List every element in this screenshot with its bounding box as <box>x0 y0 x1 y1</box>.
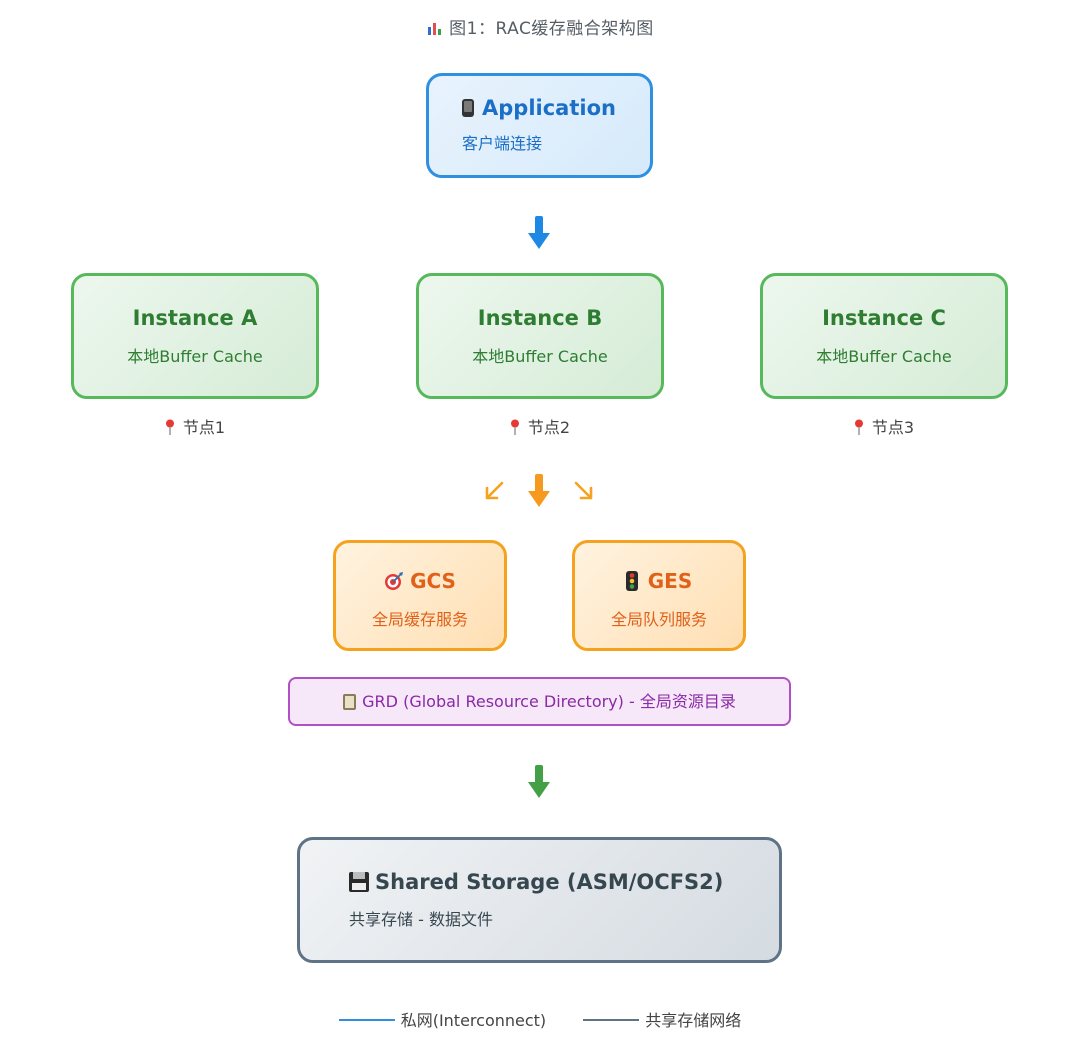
grd-box: GRD (Global Resource Directory) - 全局资源目录 <box>288 677 791 726</box>
pushpin-icon <box>854 419 863 435</box>
node-label-3: 节点3 <box>760 414 1008 438</box>
instance-subtitle: 本地Buffer Cache <box>472 347 608 366</box>
gcs-title: GCS <box>410 569 456 593</box>
down-arrow-icon <box>528 765 550 798</box>
diagram-title: 图1：RAC缓存融合架构图 <box>0 14 1080 39</box>
storage-title: Shared Storage (ASM/OCFS2) <box>375 870 724 894</box>
instance-a-box: Instance A 本地Buffer Cache <box>71 273 319 399</box>
application-subtitle: 客户端连接 <box>462 134 543 153</box>
instance-title: Instance A <box>132 306 258 330</box>
instance-subtitle: 本地Buffer Cache <box>127 347 263 366</box>
ges-box: GES 全局队列服务 <box>572 540 746 651</box>
application-title: Application <box>482 96 616 120</box>
legend-label: 私网(Interconnect) <box>400 1011 547 1030</box>
gcs-box: GCS 全局缓存服务 <box>333 540 507 651</box>
instance-subtitle: 本地Buffer Cache <box>816 347 952 366</box>
storage-subtitle: 共享存储 - 数据文件 <box>349 910 493 929</box>
grd-label: GRD (Global Resource Directory) - 全局资源目录 <box>362 692 736 711</box>
diagram-title-text: 图1：RAC缓存融合架构图 <box>449 19 654 39</box>
floppy-disk-icon <box>349 872 369 892</box>
down-arrow-icon <box>528 474 550 507</box>
down-arrow-icon <box>528 216 550 249</box>
traffic-light-icon <box>625 571 638 591</box>
target-icon <box>385 572 404 590</box>
pushpin-icon <box>510 419 519 435</box>
ges-subtitle: 全局队列服务 <box>610 610 707 629</box>
node-label-1: 节点1 <box>71 414 319 438</box>
instance-c-box: Instance C 本地Buffer Cache <box>760 273 1008 399</box>
node-label-2: 节点2 <box>416 414 664 438</box>
legend-item-storage-network: 共享存储网络 <box>583 1007 741 1031</box>
ges-title: GES <box>647 569 693 593</box>
gcs-subtitle: 全局缓存服务 <box>371 610 468 629</box>
instance-title: Instance B <box>477 306 603 330</box>
legend-label: 共享存储网络 <box>645 1011 742 1030</box>
legend-line-gray <box>583 1019 640 1021</box>
application-box: Application 客户端连接 <box>426 73 653 178</box>
shared-storage-box: Shared Storage (ASM/OCFS2) 共享存储 - 数据文件 <box>297 837 782 963</box>
instance-title: Instance C <box>822 306 946 330</box>
mobile-phone-icon <box>462 99 474 117</box>
legend-line-blue <box>338 1019 395 1021</box>
clipboard-icon <box>343 694 357 710</box>
legend-item-interconnect: 私网(Interconnect) <box>338 1007 547 1031</box>
legend: 私网(Interconnect) 共享存储网络 <box>0 1007 1080 1031</box>
instance-b-box: Instance B 本地Buffer Cache <box>416 273 664 399</box>
down-right-arrow-icon <box>574 481 593 500</box>
bar-chart-icon <box>426 21 444 36</box>
pushpin-icon <box>165 419 174 435</box>
down-left-arrow-icon <box>485 481 504 500</box>
